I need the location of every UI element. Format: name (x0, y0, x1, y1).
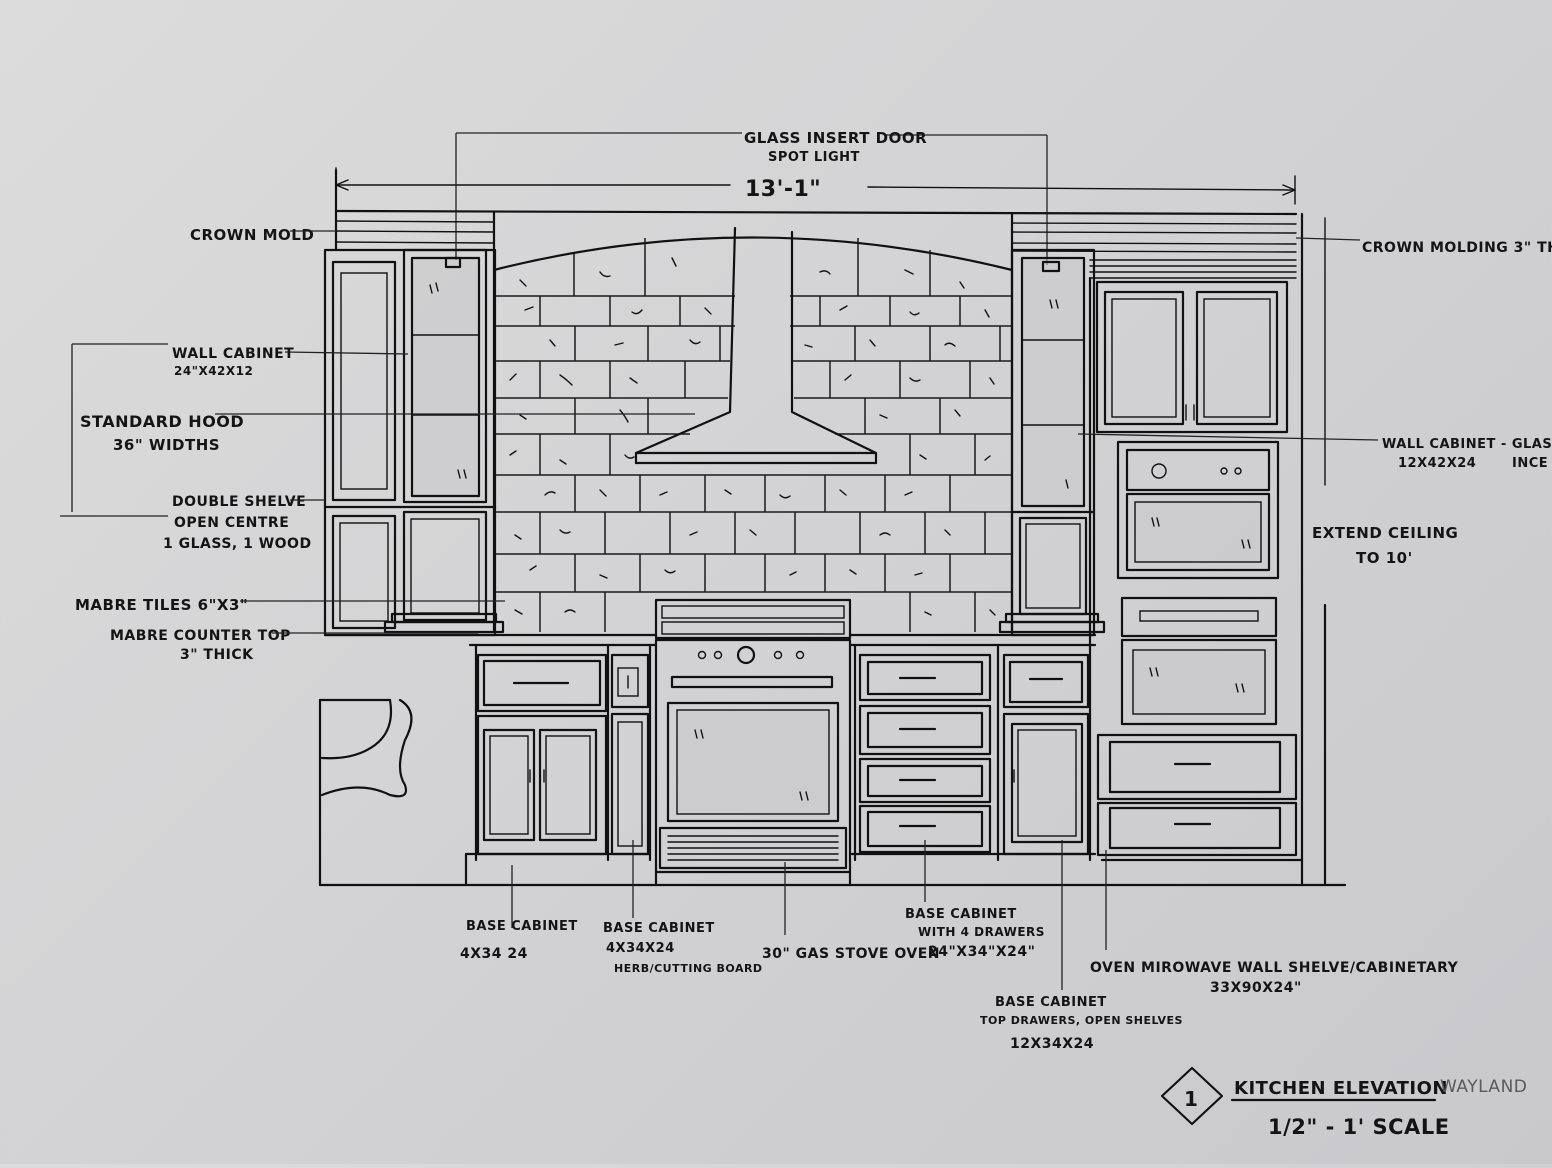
base-cabinet-top-note: TOP DRAWERS, OPEN SHELVES (980, 1014, 1183, 1027)
base-cabinet-2-size: 4X34X24 (606, 941, 675, 956)
glass-wood-label: 1 GLASS, 1 WOOD (163, 536, 312, 552)
wall-cabinet-size: 24"X42X12 (174, 364, 253, 378)
floor-and-walls (318, 217, 1347, 887)
base-cabinet-top-label: BASE CABINET (995, 995, 1107, 1010)
wall-cabinet-glass-size: 12X42X24 (1398, 456, 1476, 471)
standard-hood-width: 36" WIDTHS (113, 436, 220, 454)
wall-cabinet-glass-label: WALL CABINET - GLASS I (1382, 437, 1552, 452)
wall-cabinet-label: WALL CABINET (172, 346, 294, 362)
extend-ceiling-label: EXTEND CEILING (1312, 524, 1458, 542)
open-centre-label: OPEN CENTRE (174, 515, 289, 531)
gas-stove-oven (654, 598, 852, 887)
base-cabinet-2-note: HERB/CUTTING BOARD (614, 962, 763, 975)
oven-microwave-label: OVEN MIROWAVE WALL SHELVE/CABINETARY (1090, 960, 1459, 976)
right-annotations: CROWN MOLDING 3" THIC WALL CABINET - GLA… (1077, 237, 1552, 567)
base-cabinet-2-label: BASE CABINET (603, 921, 715, 936)
oven-microwave-tower (1088, 212, 1304, 887)
base-cabinet-drawers-size: 24"X34"X24" (928, 944, 1035, 960)
bottom-annotations: BASE CABINET 4X34 24 BASE CABINET 4X34X2… (460, 840, 1459, 1052)
oven-microwave-size: 33X90X24" (1210, 980, 1302, 996)
base-cabinet-drawers-label: BASE CABINET (905, 907, 1017, 922)
wall-cabinet-glass-insert: INCE (1512, 456, 1548, 471)
base-cabinet-top-size: 12X34X24 (1010, 1036, 1094, 1052)
base-cabinet-1-label: BASE CABINET (466, 919, 578, 934)
title-block: 1 KITCHEN ELEVATION WAYLAND 1/2" - 1' SC… (1160, 1066, 1527, 1139)
overall-dimension: 13'-1" (335, 167, 1296, 205)
double-shelve-label: DOUBLE SHELVE (172, 494, 306, 510)
base-cabinet-1-size: 4X34 24 (460, 946, 528, 962)
spot-light-label: SPOT LIGHT (768, 150, 860, 165)
mabre-tiles-label: MABRE TILES 6"X3" (75, 596, 248, 614)
left-wall-cabinets (323, 248, 505, 637)
crown-mold-label: CROWN MOLD (190, 226, 314, 244)
mabre-counter-thick: 3" THICK (180, 647, 254, 663)
standard-hood-label: STANDARD HOOD (80, 412, 244, 431)
glass-insert-door-label: GLASS INSERT DOOR (744, 129, 927, 147)
mabre-counter-label: MABRE COUNTER TOP (110, 628, 291, 644)
base-cabinet-drawers-note: WITH 4 DRAWERS (918, 925, 1045, 939)
gas-stove-label: 30" GAS STOVE OVEN (762, 946, 940, 962)
tile-backsplash (492, 236, 1014, 632)
drawing-number: 1 (1184, 1087, 1198, 1111)
left-annotations: CROWN MOLD WALL CABINET 24"X42X12 STANDA… (60, 226, 695, 663)
right-glass-cabinet (998, 248, 1106, 637)
overall-dimension-text: 13'-1" (745, 177, 821, 202)
drawing-scale: 1/2" - 1' SCALE (1268, 1115, 1450, 1139)
glass-insert-callout: GLASS INSERT DOOR SPOT LIGHT (455, 129, 1048, 265)
crown-molding-label: CROWN MOLDING 3" THIC (1362, 240, 1552, 256)
extend-ceiling-height: TO 10' (1356, 549, 1413, 567)
drawing-location: WAYLAND (1440, 1077, 1527, 1097)
range-hood (634, 226, 878, 465)
drawing-title: KITCHEN ELEVATION (1234, 1078, 1448, 1099)
